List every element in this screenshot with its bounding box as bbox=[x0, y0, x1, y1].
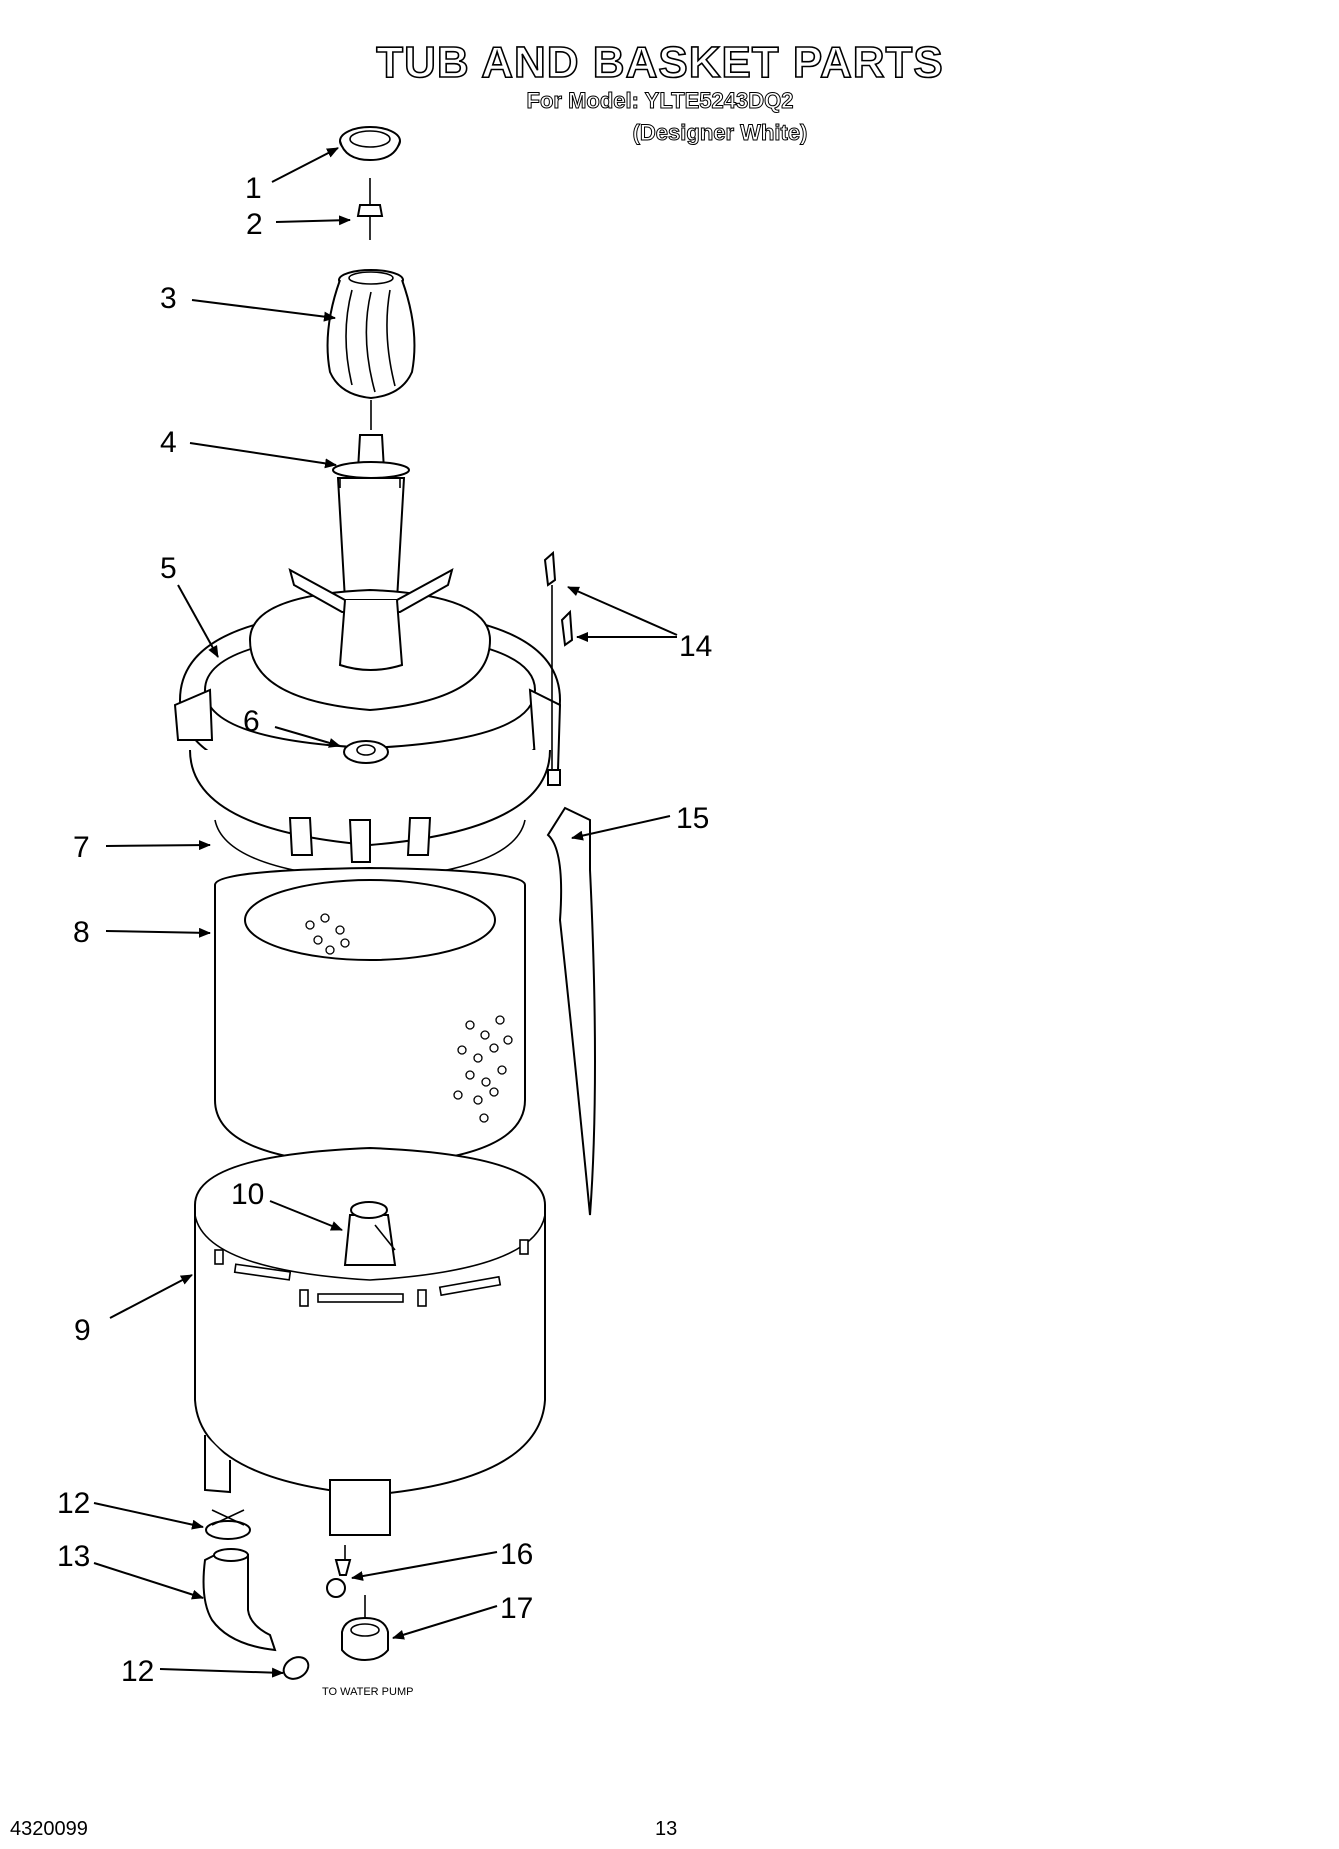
part-14-brackets bbox=[543, 550, 574, 786]
part-9-outer-tub bbox=[194, 1146, 546, 1536]
part-15-support bbox=[546, 806, 596, 1216]
page-title: TUB AND BASKET PARTS bbox=[375, 37, 944, 88]
callout-15: 15 bbox=[676, 802, 709, 835]
callout-17: 17 bbox=[500, 1592, 533, 1625]
part-4-agitator-base bbox=[332, 434, 410, 601]
callout-10: 10 bbox=[231, 1178, 264, 1211]
part-12-lower-clamp bbox=[282, 1656, 310, 1680]
callout-9: 9 bbox=[74, 1314, 91, 1347]
part-12-upper-clamp bbox=[205, 1509, 251, 1540]
part-16-screw bbox=[326, 1545, 352, 1598]
leader-16 bbox=[351, 1551, 498, 1581]
part-17-nut bbox=[341, 1595, 389, 1662]
leader-2 bbox=[275, 215, 351, 226]
callout-13: 13 bbox=[57, 1540, 90, 1573]
callout-3: 3 bbox=[160, 282, 177, 315]
callout-16: 16 bbox=[500, 1538, 533, 1571]
leader-14-a bbox=[567, 586, 678, 636]
part-8-basket bbox=[214, 866, 526, 1167]
callout-6: 6 bbox=[243, 705, 260, 738]
callout-14: 14 bbox=[679, 630, 712, 663]
leader-lines bbox=[93, 147, 678, 1678]
leader-17 bbox=[392, 1605, 498, 1640]
model-line: For Model: YLTE5243DQ2 bbox=[526, 88, 794, 114]
leader-13 bbox=[93, 1562, 204, 1600]
callout-12-upper: 12 bbox=[57, 1487, 90, 1520]
leader-5 bbox=[177, 584, 219, 658]
leader-1 bbox=[271, 147, 339, 183]
part-2-bolt bbox=[356, 178, 384, 240]
leader-7 bbox=[105, 840, 211, 851]
to-water-pump-note: TO WATER PUMP bbox=[322, 1686, 413, 1698]
callout-5: 5 bbox=[160, 552, 177, 585]
leader-15 bbox=[571, 815, 671, 841]
leader-9 bbox=[109, 1274, 193, 1319]
callout-12-lower: 12 bbox=[121, 1655, 154, 1688]
document-number: 4320099 bbox=[10, 1818, 88, 1840]
callout-8: 8 bbox=[73, 916, 90, 949]
part-13-drain-hose bbox=[202, 1548, 277, 1652]
leader-8 bbox=[105, 927, 211, 938]
part-10-drain-fitting bbox=[343, 1201, 397, 1266]
callout-4: 4 bbox=[160, 426, 177, 459]
callout-7: 7 bbox=[73, 831, 90, 864]
leader-12-lower bbox=[159, 1667, 284, 1678]
page-number: 13 bbox=[655, 1818, 678, 1840]
leader-12-upper bbox=[93, 1502, 204, 1530]
variant-line: (Designer White) bbox=[632, 120, 808, 146]
callout-2: 2 bbox=[246, 208, 263, 241]
leader-4 bbox=[189, 442, 337, 469]
part-6-nut bbox=[343, 740, 389, 764]
callout-numbers: 1 2 3 4 5 6 7 8 9 10 12 13 12 14 15 16 1… bbox=[57, 172, 712, 1698]
part-3-auger bbox=[326, 269, 416, 430]
part-5-tub-ring bbox=[173, 568, 562, 847]
callout-1: 1 bbox=[245, 172, 262, 205]
leader-10 bbox=[269, 1200, 343, 1231]
leader-6 bbox=[274, 726, 341, 748]
leader-3 bbox=[191, 299, 336, 322]
part-1-agitator-cap bbox=[339, 126, 401, 162]
